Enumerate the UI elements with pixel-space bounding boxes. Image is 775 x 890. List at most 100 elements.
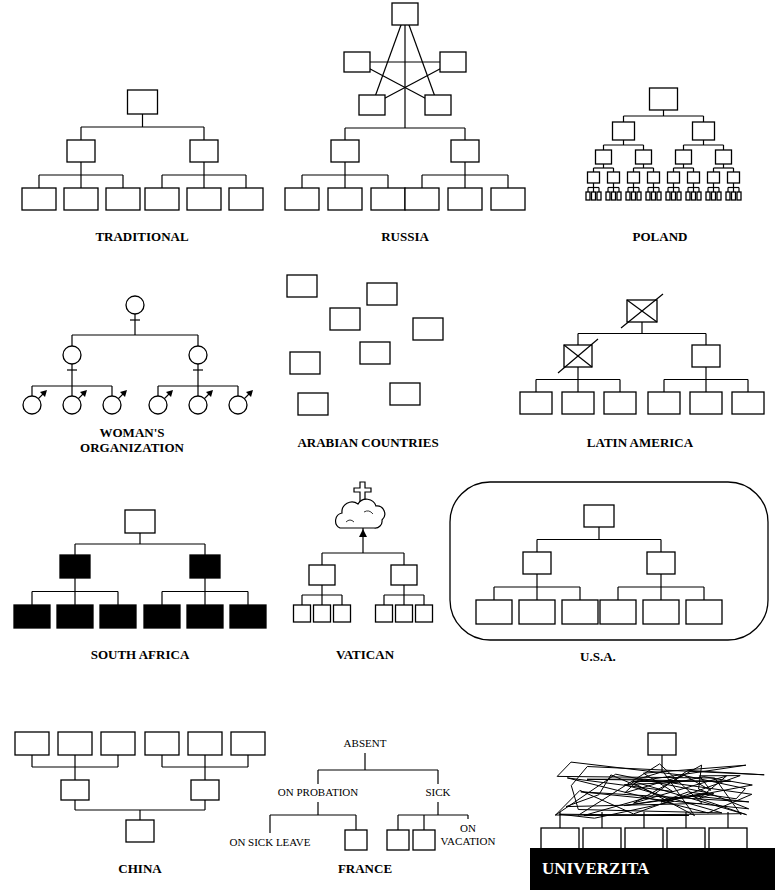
connector-line [464,162,465,175]
connector-line [536,587,537,600]
connector-line [467,815,468,819]
org-box [190,555,220,578]
connector-line [667,188,668,193]
connector-line [237,386,238,396]
connector-line [464,128,465,140]
org-box [647,552,675,574]
org-box [686,192,690,200]
female-symbol [63,346,81,364]
org-box [61,780,89,800]
connector-line [593,188,594,193]
connector-line [139,533,140,544]
female-symbol [189,346,207,364]
connector-line [74,800,75,810]
connector-line [705,380,706,393]
connector-line [193,369,203,370]
org-box [448,188,482,210]
org-box [145,732,179,755]
connector-line [203,127,204,140]
male-symbol [149,396,167,414]
org-box [688,172,700,183]
org-box [64,188,98,210]
connector-line [321,585,322,595]
cloud-symbol [336,499,385,528]
connector-line [421,175,422,188]
connector-line [727,812,728,828]
connector-line [372,14,405,105]
connector-line [623,116,624,122]
connector-line [344,175,345,188]
org-box [330,308,360,330]
connector-line [321,595,322,605]
enclosure-outline [450,482,768,640]
connector-line [75,809,205,810]
org-box [359,95,385,115]
connector-line [204,755,205,767]
connector-line [405,14,438,105]
connector-line [317,802,318,815]
tangle-lines [555,762,764,818]
connector-line [345,127,465,128]
connector-line [247,755,248,767]
org-box [491,188,525,210]
org-box [367,283,397,305]
connector-line [536,574,537,587]
connector-line [617,587,618,600]
org-box [520,392,552,414]
connector-line [647,188,648,193]
chart-caption: CHINA [80,862,200,877]
chart-caption: TRADITIONAL [62,230,222,245]
connector-line [733,188,734,193]
chart-caption: U.S.A. [548,650,648,665]
connector-line [703,116,704,122]
connector-line [633,188,634,193]
chart-note: ON SICK LEAVE [220,836,320,849]
connector-line [601,812,602,828]
connector-line [507,175,508,188]
org-box [144,605,180,628]
connector-line [660,574,661,587]
connector-line [603,145,604,150]
connector-line [31,592,32,606]
org-box [57,605,93,628]
org-box [519,600,555,624]
male-symbol [229,396,247,414]
org-box [413,830,435,850]
org-box [125,510,155,533]
org-box [14,605,50,628]
arrowhead [359,529,367,537]
connector-line [341,595,342,605]
connector-line [437,770,438,784]
org-box [732,192,736,200]
connector-line [117,592,118,606]
male-symbol [189,396,207,414]
connector-line [404,25,405,128]
chart-caption: POLAND [600,230,720,245]
org-box [608,172,620,183]
org-box [628,172,640,183]
connector-line [383,595,384,605]
org-box [391,565,417,585]
connector-line [598,527,599,540]
connector-line [437,802,438,815]
org-box [697,192,701,200]
org-box [191,780,219,800]
connector-line [344,128,345,140]
org-box [562,600,598,624]
connector-line [157,386,158,396]
org-box [523,552,551,574]
connector-line [269,815,270,833]
org-box [101,732,135,755]
org-box [126,820,154,842]
org-box [413,318,443,340]
connector-line [536,540,537,553]
chart-caption: VATICAN [305,648,425,663]
org-box [648,733,676,755]
male-arrowhead [206,390,213,397]
connector-line [204,767,205,780]
connector-line [134,326,135,335]
connector-line [247,592,248,606]
connector-line [301,595,302,605]
connector-line [643,812,644,828]
org-box [676,150,692,164]
